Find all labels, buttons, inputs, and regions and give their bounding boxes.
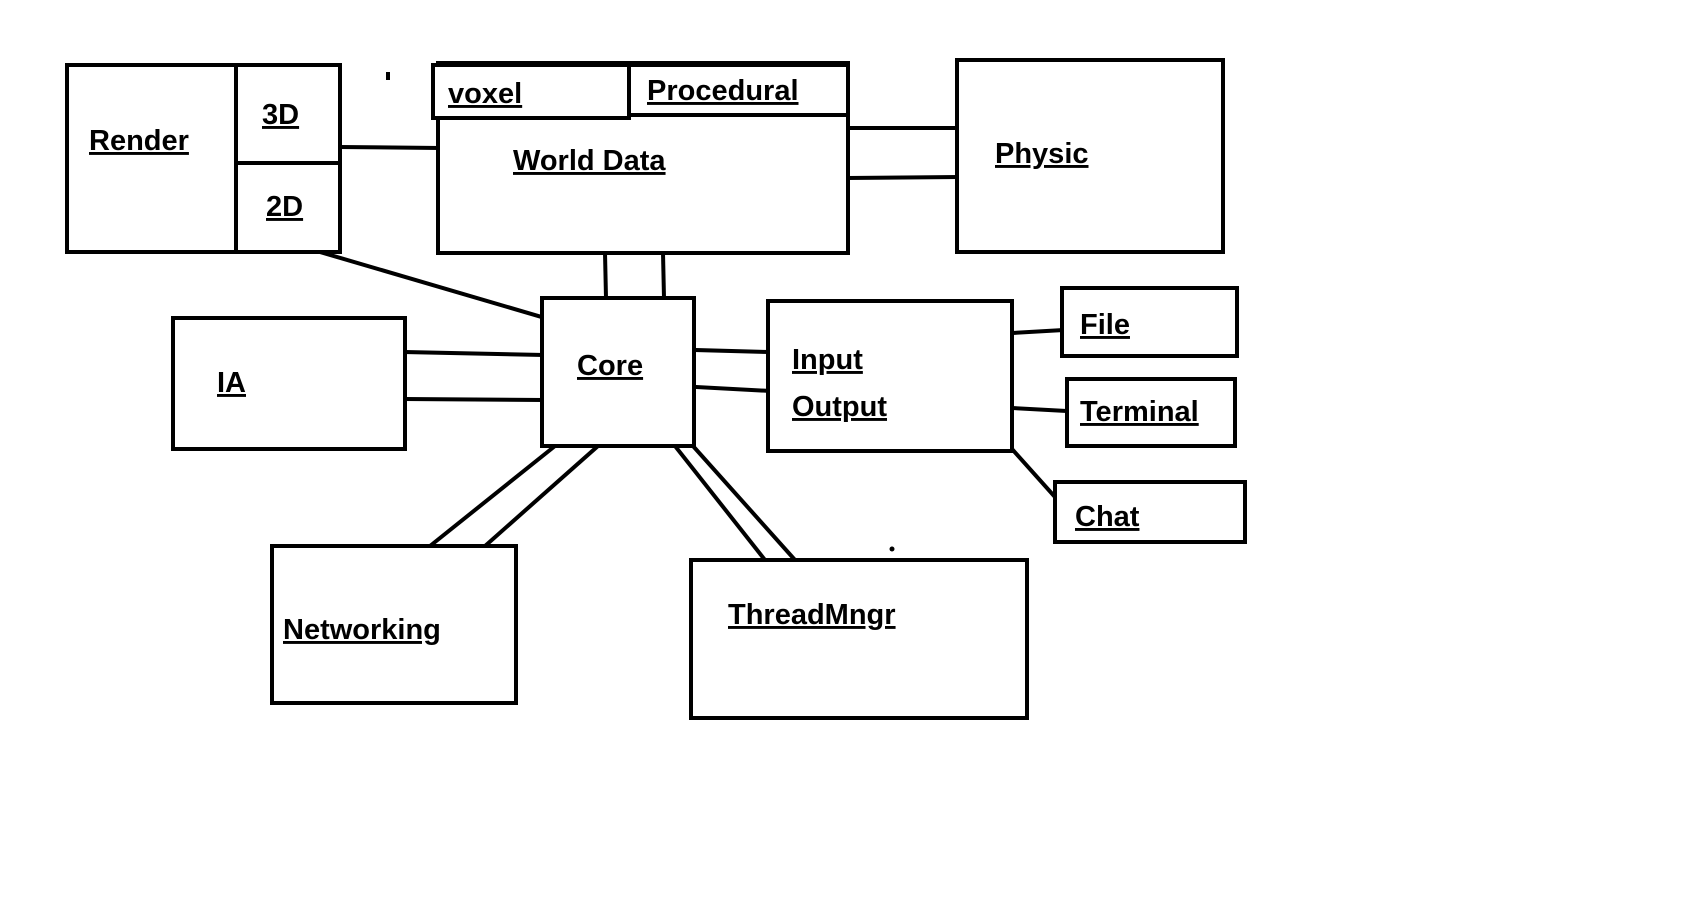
stray-dot	[889, 546, 895, 552]
edge-core-networking-1	[427, 443, 558, 549]
voxel-box	[431, 63, 631, 120]
edge-io-chat	[1009, 446, 1058, 500]
chat-node: Chat	[1053, 480, 1247, 544]
physic-box	[955, 58, 1225, 254]
procedural-box	[627, 63, 850, 117]
networking-box	[270, 544, 518, 705]
world-data-node: voxel Procedural World Data	[431, 61, 850, 255]
ia-label: IA	[217, 367, 246, 399]
procedural-label: Procedural	[647, 75, 799, 107]
physic-node: Physic	[955, 58, 1225, 254]
file-node: File	[1060, 286, 1239, 358]
render-node: Render 3D 2D	[65, 63, 342, 254]
render-box	[65, 63, 342, 254]
voxel-label: voxel	[448, 78, 522, 110]
render-label: Render	[89, 125, 189, 157]
input-output-node: Input Output	[766, 299, 1014, 453]
file-box	[1060, 286, 1239, 358]
input-output-box	[766, 299, 1014, 453]
chat-label: Chat	[1075, 501, 1140, 533]
render-2d-label: 2D	[266, 191, 303, 223]
edge-core-threadmngr-2	[690, 443, 798, 563]
edge-core-io-1	[693, 347, 771, 355]
ia-box	[171, 316, 407, 451]
thread-mngr-box	[689, 558, 1029, 720]
edge-core-networking-2	[482, 443, 601, 549]
edge-ia-core-1	[402, 349, 545, 358]
edge-io-file	[1009, 327, 1067, 336]
stray-mark	[386, 72, 390, 80]
edge-core-io-2	[693, 384, 774, 394]
file-label: File	[1080, 309, 1130, 341]
output-label: Output	[792, 391, 887, 423]
thread-mngr-node: ThreadMngr	[689, 558, 1029, 720]
edge-worlddata-physic-2	[845, 174, 960, 181]
networking-node: Networking	[270, 544, 518, 705]
thread-mngr-label: ThreadMngr	[728, 599, 896, 631]
edge-worlddata-core-2	[660, 250, 667, 301]
connectors	[317, 126, 1070, 563]
core-box	[540, 296, 696, 448]
edge-io-terminal	[1009, 405, 1070, 414]
edge-3d-worlddata	[337, 144, 441, 151]
terminal-node: Terminal	[1065, 377, 1237, 448]
core-node: Core	[540, 296, 696, 448]
chat-box	[1053, 480, 1247, 544]
input-label: Input	[792, 344, 863, 376]
terminal-box	[1065, 377, 1237, 448]
world-data-label: World Data	[513, 145, 666, 177]
terminal-label: Terminal	[1080, 396, 1199, 428]
edge-core-threadmngr-1	[672, 443, 768, 563]
edge-ia-core-2	[402, 396, 545, 403]
physic-label: Physic	[995, 138, 1089, 170]
render-3d-label: 3D	[262, 99, 299, 131]
edge-worlddata-core-1	[602, 250, 609, 301]
core-label: Core	[577, 350, 643, 382]
edge-render-core	[317, 249, 548, 321]
ia-node: IA	[171, 316, 407, 451]
networking-label: Networking	[283, 614, 441, 646]
